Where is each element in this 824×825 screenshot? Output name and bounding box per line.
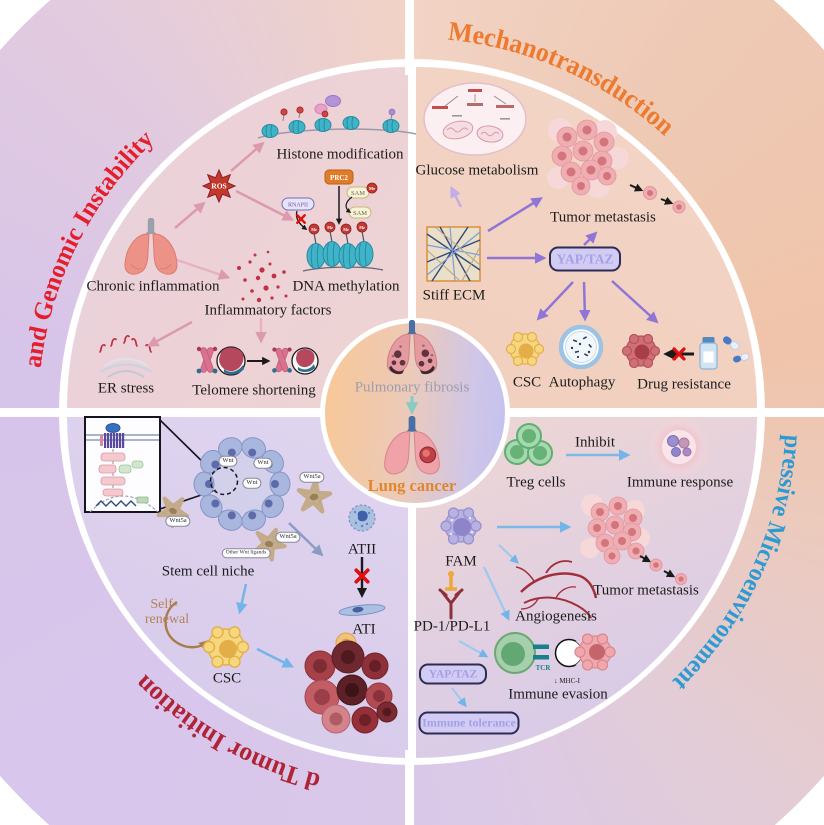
divider-right [749,408,824,417]
csc-label-tr: CSC [512,374,542,391]
tumor-metastasis-label-tr: Tumor metastasis [550,209,656,226]
atii-label: ATII [347,541,377,558]
inhibit-label: Inhibit [575,434,615,451]
wnt-pill: Wnt [253,457,273,469]
pulmonary-fibrosis-label: Pulmonary fibrosis [354,379,470,396]
inflammatory-factors-label: Inflammatory factors [204,302,332,319]
chronic-inflammation-label: Chronic inflammation [86,278,220,295]
dna-methylation-label: DNA methylation [292,278,400,295]
angiogenesis-label: Angiogenesis [515,608,597,625]
csc-label-bl: CSC [212,670,242,687]
immune-tolerance-box: Immune tolerance [418,711,520,735]
er-stress-label: ER stress [97,380,155,397]
wnt-pill: Wnt [218,455,238,467]
immune-response-label: Immune response [626,474,734,491]
wnt5a-pill: Wnt5a [299,471,325,483]
other-wnt-ligands-pill: Other Wnt ligands [221,548,271,558]
glucose-metabolism-label: Glucose metabolism [415,162,539,179]
fam-label: FAM [445,553,477,570]
mhc-label: ↓ MHC-I [554,677,580,685]
stiff-ecm-label: Stiff ECM [422,287,486,304]
tumor-metastasis-label-br: Tumor metastasis [593,582,699,599]
telomere-shortening-label: Telomere shortening [192,382,316,399]
divider-bottom [405,750,414,825]
autophagy-label: Autophagy [548,374,616,391]
self-renewal-label-line2: renewal [144,612,190,627]
stem-cell-niche-label: Stem cell niche [161,563,255,580]
ati-label: ATI [352,621,376,638]
wnt5a-pill: Wnt5a [165,515,191,527]
wnt5a-pill: Wnt5a [275,531,301,543]
treg-cells-label: Treg cells [506,474,566,491]
immune-evasion-label: Immune evasion [508,686,608,703]
lung-cancer-label: Lung cancer [367,476,457,495]
histone-modification-label: Histone modification [276,146,404,163]
wnt-pill: Wnt [242,477,262,489]
drug-resistance-label: Drug resistance [637,376,731,393]
divider-left [0,408,75,417]
pd1-pdl1-label: PD-1/PD-L1 [413,618,491,635]
yap-taz-box-tr: YAP/TAZ [549,246,621,272]
divider-top [405,0,414,75]
self-renewal-label-line1: Self- [150,597,178,612]
yap-taz-box-br: YAP/TAZ [419,663,487,685]
tcr-label: TCR [535,664,551,672]
